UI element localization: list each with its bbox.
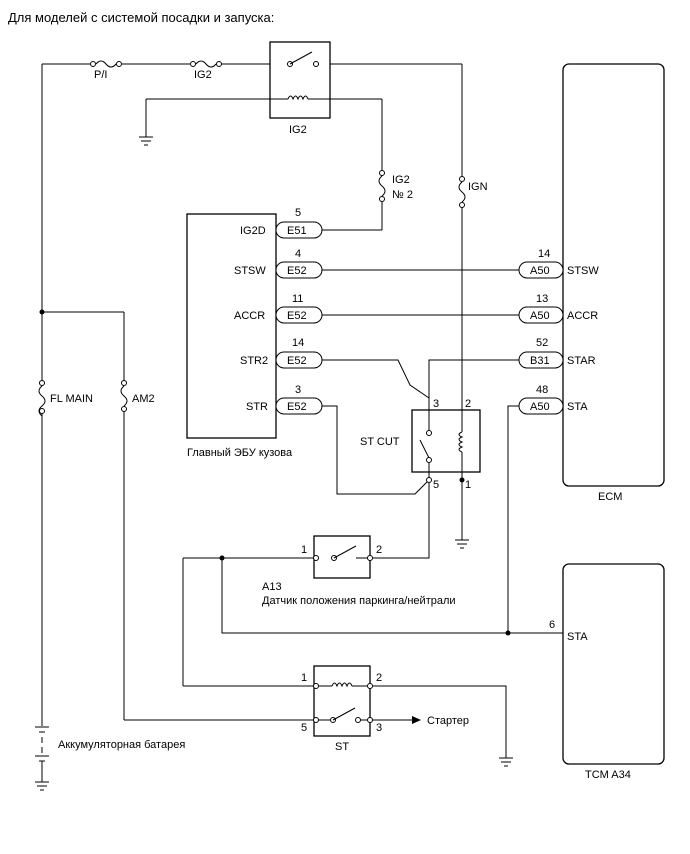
park-neutral-switch: 1 2 A13 Датчик положения паркинга/нейтра… xyxy=(262,535,456,607)
ecm-conn-sta: A50 xyxy=(530,401,550,413)
ig2-no2-fuse-label: IG2 xyxy=(392,174,410,186)
body-ecu-conn-stsw: E52 xyxy=(287,265,307,277)
st-relay-pin5: 5 xyxy=(301,722,307,734)
body-ecu: Главный ЭБУ кузова 5 E51 IG2D 4 E52 STSW… xyxy=(186,207,323,459)
st-cut-label: ST CUT xyxy=(360,436,400,448)
ecm-conn-star: B31 xyxy=(530,355,550,367)
body-ecu-signal-accr: ACCR xyxy=(234,310,265,322)
ig2-relay-label: IG2 xyxy=(289,124,307,136)
ign-wire: IGN xyxy=(458,64,488,410)
ecm-pin-sta: 48 xyxy=(536,384,548,396)
ig2-no2-fuse-number: № 2 xyxy=(392,189,413,201)
st-cut-pin3: 3 xyxy=(433,398,439,410)
body-ecu-signal-str: STR xyxy=(246,401,268,413)
park-switch-pin1-wire xyxy=(182,555,563,687)
st-cut-relay: ST CUT 3 2 5 1 xyxy=(360,398,481,491)
st-cut-to-park-wire xyxy=(373,483,430,559)
ig2-ground-wire xyxy=(139,98,280,146)
tcm-pin: 6 xyxy=(549,619,555,631)
body-ecu-pin-str: 3 xyxy=(295,384,301,396)
ecm-conn-stsw: A50 xyxy=(530,265,550,277)
st-cut-pin1: 1 xyxy=(465,479,471,491)
body-ecu-signal-str2: STR2 xyxy=(240,355,268,367)
ign-fuse-label: IGN xyxy=(468,181,488,193)
body-ecu-conn-str: E52 xyxy=(287,401,307,413)
tcm: TCM A34 6 STA xyxy=(549,563,665,781)
park-switch-name: Датчик положения паркинга/нейтрали xyxy=(262,595,456,607)
ecm-pin-accr: 13 xyxy=(536,293,548,305)
battery-feed: FL MAIN AM2 Аккумуляторная батарея xyxy=(35,309,313,791)
tcm-name: TCM A34 xyxy=(585,769,631,781)
tcm-signal: STA xyxy=(567,631,588,643)
ecm-conn-accr: A50 xyxy=(530,310,550,322)
ig2-fuse-label: IG2 xyxy=(194,69,212,81)
st-relay-pin1: 1 xyxy=(301,672,307,684)
body-ecu-conn-ig2d: E51 xyxy=(287,225,307,237)
ecm-pin-stsw: 14 xyxy=(538,248,550,260)
st-relay: ST 1 2 5 3 xyxy=(301,665,382,753)
body-ecu-conn-str2: E52 xyxy=(287,355,307,367)
park-switch-pin2: 2 xyxy=(376,544,382,556)
st-relay-pin2: 2 xyxy=(376,672,382,684)
ecm-pin-star: 52 xyxy=(536,337,548,349)
ecm-signal-star: STAR xyxy=(567,355,596,367)
st-relay-label: ST xyxy=(335,741,349,753)
st-relay-ground xyxy=(373,685,513,767)
body-ecu-pin-str2: 14 xyxy=(292,337,304,349)
body-ecu-conn-accr: E52 xyxy=(287,310,307,322)
body-ecu-pin-ig2d: 5 xyxy=(295,207,301,219)
fl-main-fuse-label: FL MAIN xyxy=(50,393,93,405)
st-relay-pin3: 3 xyxy=(376,722,382,734)
park-switch-id: A13 xyxy=(262,581,282,593)
am2-fuse-label: AM2 xyxy=(132,393,155,405)
starter-label: Стартер xyxy=(427,715,469,727)
ig2-fuse: IG2 xyxy=(190,60,222,81)
page-title: Для моделей с системой посадки и запуска… xyxy=(8,10,275,25)
ig2d-wire: IG2 № 2 xyxy=(320,98,413,231)
ecm: ECM 14 A50 STSW 13 A50 ACCR 52 B31 STAR … xyxy=(518,63,665,503)
body-ecu-pin-stsw: 4 xyxy=(295,248,301,260)
body-ecu-signal-ig2d: IG2D xyxy=(240,225,266,237)
body-ecu-signal-stsw: STSW xyxy=(234,265,266,277)
body-ecu-name: Главный ЭБУ кузова xyxy=(187,447,293,459)
st-cut-pin2: 2 xyxy=(465,398,471,410)
st-cut-ground xyxy=(455,480,469,549)
body-ecu-pin-accr: 11 xyxy=(292,293,303,305)
ecu-ecm-wires xyxy=(322,269,519,633)
ecm-signal-stsw: STSW xyxy=(567,265,599,277)
ecm-signal-sta: STA xyxy=(567,401,588,413)
st-cut-pin5: 5 xyxy=(433,479,439,491)
ecm-signal-accr: ACCR xyxy=(567,310,598,322)
park-switch-pin1: 1 xyxy=(301,544,307,556)
starter-output: Стартер xyxy=(373,715,469,727)
battery-label: Аккумуляторная батарея xyxy=(58,739,185,751)
ecm-name: ECM xyxy=(598,491,622,503)
pi-fuse: P/I xyxy=(90,60,122,81)
ig2-relay: IG2 xyxy=(269,41,331,136)
pi-fuse-label: P/I xyxy=(94,69,107,81)
